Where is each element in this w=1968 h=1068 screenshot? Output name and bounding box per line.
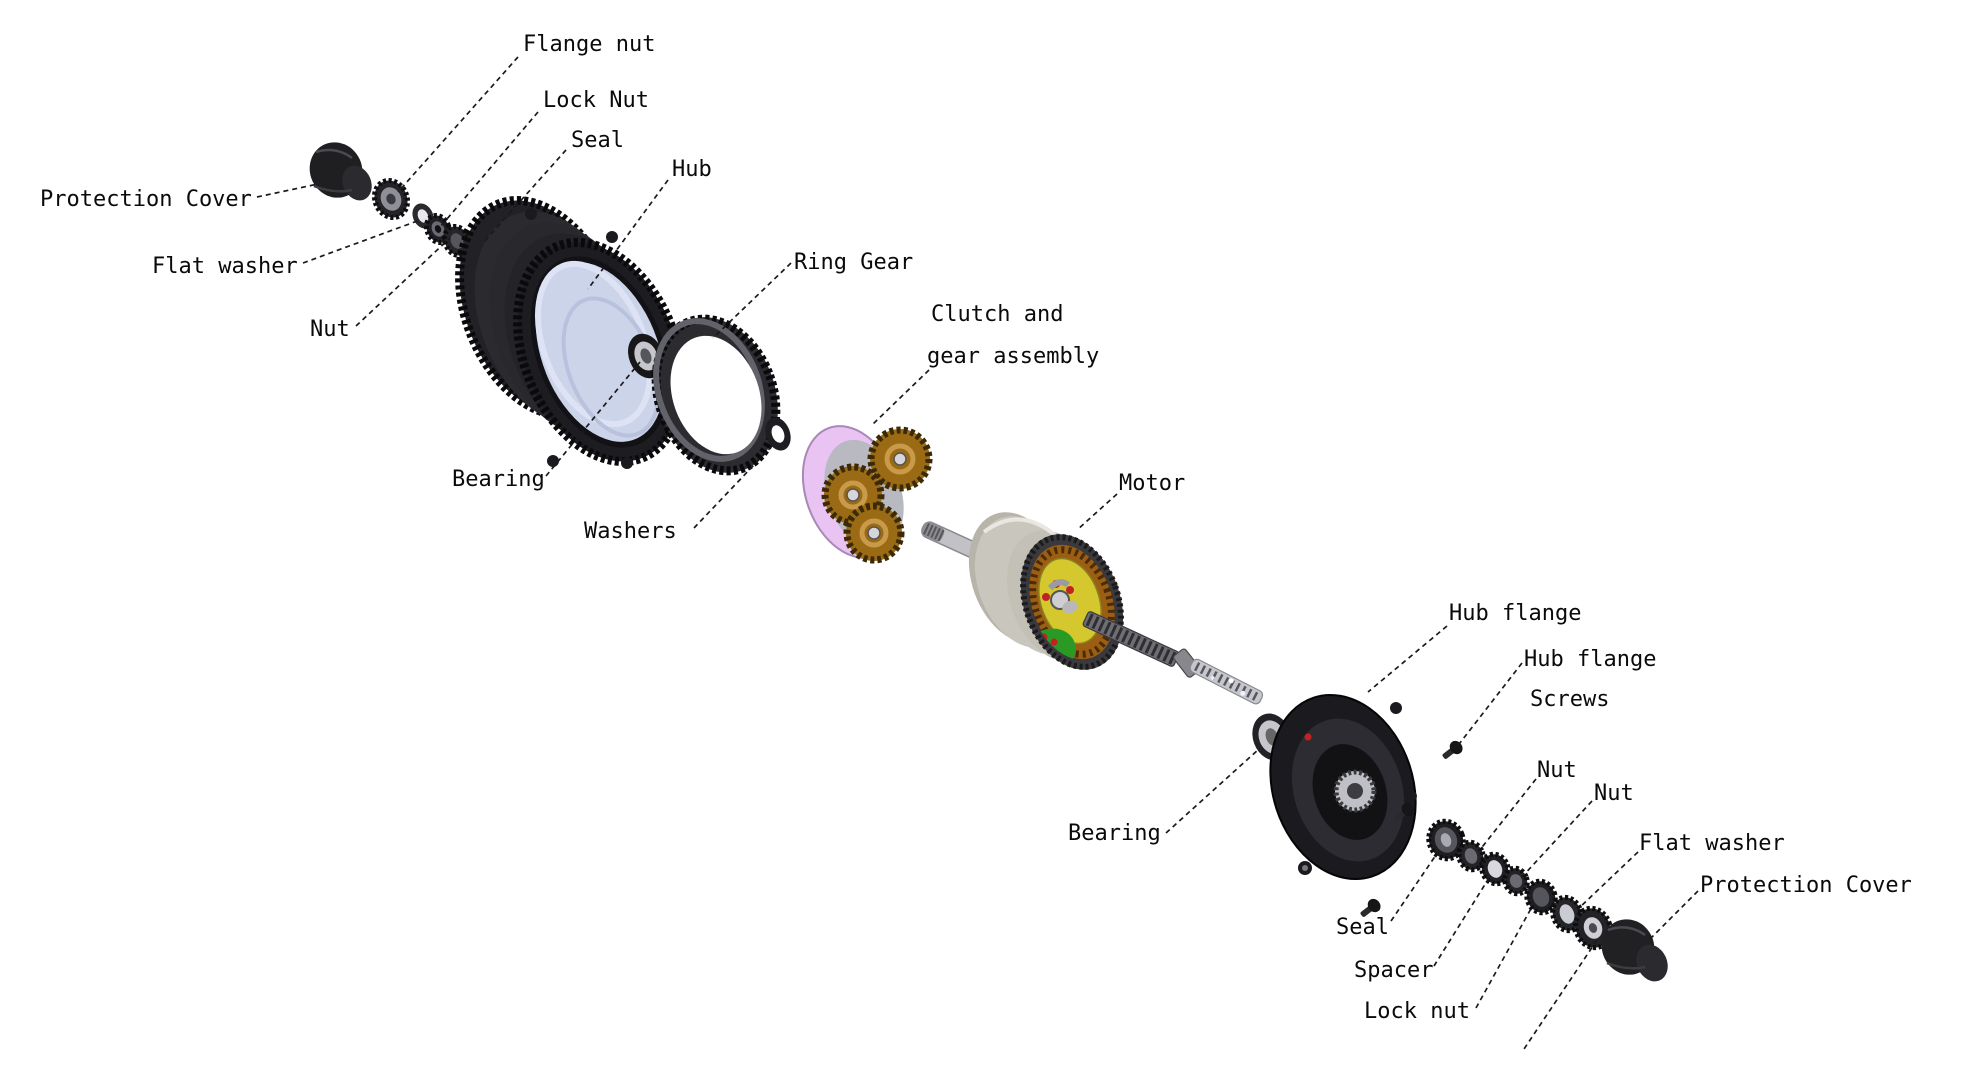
lock-nut-right-part: [1524, 878, 1558, 916]
leader-seal-right: [1390, 851, 1439, 922]
nut-right-lower-part: [1502, 865, 1530, 897]
label-hub-flange-screws-line1: Hub flange: [1524, 647, 1657, 672]
leader-protection-cover-right: [1647, 890, 1699, 942]
hub-ear-tab: [525, 208, 537, 220]
flat-washer-right-part: [1550, 894, 1584, 934]
flange-red-marker: [1304, 733, 1312, 741]
label-protection-cover-left: Protection Cover: [40, 187, 252, 212]
leader-cutoff-label: [1521, 939, 1598, 1053]
leader-seal-left: [481, 149, 567, 245]
leader-flat-washer-left: [302, 219, 421, 264]
label-ring-gear: Ring Gear: [794, 250, 914, 275]
label-seal-left: Seal: [571, 128, 624, 153]
label-hub-flange: Hub flange: [1449, 601, 1582, 626]
label-bearing-left: Bearing: [452, 467, 545, 492]
leader-hub-flange-screws: [1455, 662, 1523, 749]
motor-part: [968, 512, 1124, 673]
label-nut-right-lower: Nut: [1594, 781, 1634, 806]
leader-lines: [256, 56, 1699, 1053]
planet-gear: [843, 502, 905, 564]
label-clutch-assembly-line2: gear assembly: [927, 344, 1100, 369]
label-clutch-assembly-line1: Clutch and: [931, 302, 1064, 327]
leader-flange-nut: [397, 56, 519, 193]
leader-nut-left: [355, 237, 451, 327]
label-seal-right: Seal: [1336, 915, 1389, 940]
label-nut-left: Nut: [310, 317, 350, 342]
spacer-part: [1479, 851, 1511, 887]
flange-nut-part: [371, 177, 411, 221]
leader-bearing-left: [545, 361, 641, 477]
hub-ear-tab: [547, 455, 559, 467]
leader-lock-nut-right: [1475, 904, 1534, 1009]
protection-cover-left-part: [309, 142, 372, 201]
label-lock-nut-right: Lock nut: [1364, 999, 1470, 1024]
leader-clutch-assembly: [872, 369, 930, 425]
leader-hub: [587, 179, 669, 290]
leader-nut-right-upper: [1478, 778, 1537, 852]
label-flange-nut: Flange nut: [523, 32, 656, 57]
flange-ear-tab: [1407, 791, 1417, 801]
hub-flange-screw: [1394, 802, 1415, 821]
label-lock-nut-left: Lock Nut: [543, 88, 649, 113]
clutch-gear-assembly-part: [801, 425, 933, 564]
ring-gear-part: [651, 314, 781, 476]
leader-protection-cover-left: [256, 183, 319, 198]
leader-nut-right-lower: [1520, 800, 1593, 879]
axle-cable-end: [1189, 658, 1264, 705]
planet-gear: [867, 426, 933, 492]
label-nut-right-upper: Nut: [1537, 758, 1577, 783]
label-bearing-right: Bearing: [1068, 821, 1161, 846]
leader-lock-nut-left: [440, 111, 539, 227]
label-flat-washer-right: Flat washer: [1639, 831, 1785, 856]
leader-spacer: [1433, 877, 1490, 967]
leader-ring-gear: [712, 262, 792, 339]
flange-ear-tab: [1390, 702, 1402, 714]
leader-hub-flange: [1367, 625, 1448, 693]
leader-motor: [1076, 493, 1118, 531]
hub-flange-part: [1269, 694, 1417, 880]
nut-right-upper-part: [1456, 839, 1486, 873]
leader-washers: [693, 445, 773, 529]
hub-ear-tab: [621, 457, 633, 469]
leader-flat-washer-right: [1577, 851, 1639, 910]
label-hub: Hub: [672, 157, 712, 182]
label-spacer: Spacer: [1354, 958, 1434, 983]
hub-ear-tab: [606, 231, 618, 243]
seal-right-part: [1426, 818, 1466, 862]
axle-right-part: [1082, 611, 1264, 705]
hub-flange-screw: [1360, 898, 1381, 917]
axle-lock-nut-part: [1573, 905, 1613, 951]
label-hub-flange-screws-line2: Screws: [1530, 687, 1610, 712]
label-motor: Motor: [1119, 471, 1186, 496]
label-washers: Washers: [584, 519, 677, 544]
label-flat-washer-left: Flat washer: [152, 254, 298, 279]
hub-part: [455, 196, 687, 469]
label-protection-cover-right: Protection Cover: [1700, 873, 1912, 898]
protection-cover-right-part: [1601, 919, 1668, 982]
leader-bearing-right: [1165, 748, 1260, 834]
washers-part: [765, 417, 791, 451]
